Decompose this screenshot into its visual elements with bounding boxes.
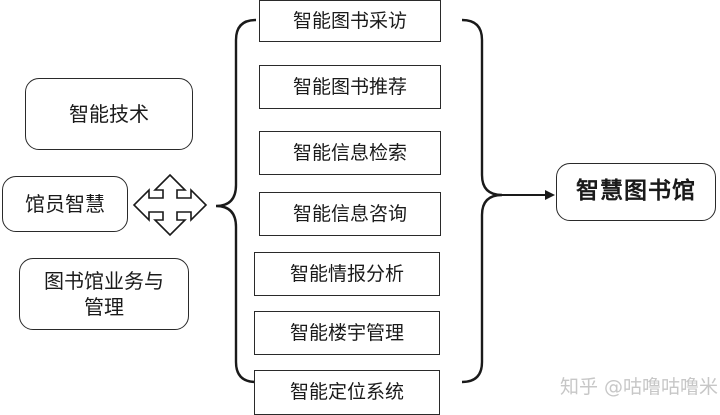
smart-library-box: 智慧图书馆 <box>556 163 716 221</box>
smart-library-label: 智慧图书馆 <box>576 178 696 205</box>
watermark: 知乎 @咕噜咕噜米 <box>560 375 719 398</box>
smart-tech-box: 智能技术 <box>25 78 193 150</box>
function-box: 智能图书推荐 <box>259 65 441 109</box>
library-management-label: 图书馆业务与管理 <box>44 269 164 319</box>
function-label: 智能信息检索 <box>292 141 407 164</box>
library-management-box: 图书馆业务与管理 <box>19 258 189 330</box>
staff-wisdom-label: 馆员智慧 <box>25 192 105 216</box>
function-box: 智能信息咨询 <box>259 192 441 236</box>
function-box: 智能楼宇管理 <box>254 311 440 355</box>
function-label: 智能情报分析 <box>289 262 404 285</box>
left-brace <box>215 18 257 384</box>
function-label: 智能信息咨询 <box>292 202 407 225</box>
function-label: 智能楼宇管理 <box>289 321 404 344</box>
function-label: 智能定位系统 <box>289 381 404 404</box>
arrow-to-target-head <box>545 190 555 200</box>
function-label: 智能图书采访 <box>292 9 407 32</box>
function-box: 智能情报分析 <box>254 252 440 296</box>
smart-tech-label: 智能技术 <box>69 102 149 126</box>
right-brace <box>461 18 503 384</box>
function-box: 智能图书采访 <box>259 0 441 42</box>
staff-wisdom-box: 馆员智慧 <box>2 176 128 232</box>
function-box: 智能定位系统 <box>254 370 440 415</box>
function-box: 智能信息检索 <box>259 131 441 175</box>
four-way-arrow-icon <box>132 173 208 237</box>
function-label: 智能图书推荐 <box>292 75 407 98</box>
